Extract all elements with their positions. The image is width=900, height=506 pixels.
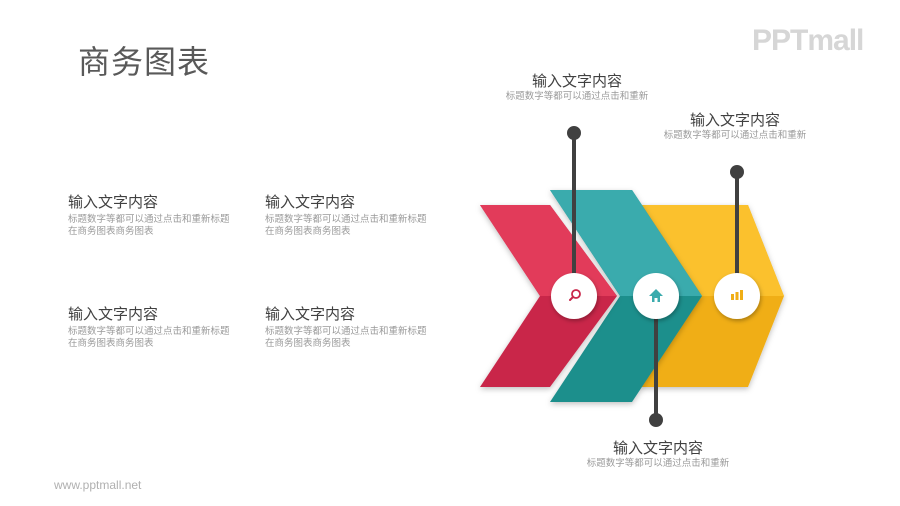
search-icon bbox=[569, 289, 581, 301]
chevron-red bbox=[480, 205, 617, 387]
bar-chart-icon bbox=[731, 290, 743, 300]
pin-1 bbox=[567, 126, 581, 280]
block-heading: 输入文字内容 bbox=[265, 305, 356, 323]
pin-3 bbox=[730, 165, 744, 280]
callout-bottom: 输入文字内容 标题数字等都可以通过点击和重新 bbox=[578, 439, 738, 470]
home-icon bbox=[649, 289, 663, 302]
block-heading: 输入文字内容 bbox=[68, 193, 159, 211]
block-desc-line1: 标题数字等都可以通过点击和重新标题 bbox=[265, 326, 427, 337]
block-desc-line1: 标题数字等都可以通过点击和重新标题 bbox=[68, 326, 230, 337]
callout-desc: 标题数字等都可以通过点击和重新 bbox=[586, 458, 730, 469]
text-block-1: 输入文字内容 标题数字等都可以通过点击和重新标题 在商务图表商务图表 bbox=[68, 193, 230, 238]
block-heading: 输入文字内容 bbox=[68, 305, 159, 323]
chevron-teal bbox=[550, 190, 702, 402]
step-circle-1[interactable] bbox=[551, 273, 597, 319]
text-block-3: 输入文字内容 标题数字等都可以通过点击和重新标题 在商务图表商务图表 bbox=[68, 305, 230, 350]
block-desc-line1: 标题数字等都可以通过点击和重新标题 bbox=[68, 214, 230, 225]
block-desc-line2: 在商务图表商务图表 bbox=[265, 338, 351, 349]
block-desc-line1: 标题数字等都可以通过点击和重新标题 bbox=[265, 214, 427, 225]
step-circle-2[interactable] bbox=[633, 273, 679, 319]
block-heading: 输入文字内容 bbox=[265, 193, 356, 211]
callout-top-2: 输入文字内容 标题数字等都可以通过点击和重新 bbox=[655, 111, 815, 142]
block-desc-line2: 在商务图表商务图表 bbox=[68, 338, 154, 349]
block-desc-line2: 在商务图表商务图表 bbox=[68, 226, 154, 237]
callout-heading: 输入文字内容 bbox=[689, 111, 780, 129]
pin-2 bbox=[649, 312, 663, 427]
callout-top-1: 输入文字内容 标题数字等都可以通过点击和重新 bbox=[497, 72, 657, 103]
footer-url[interactable]: www.pptmall.net bbox=[54, 478, 142, 492]
callout-desc: 标题数字等都可以通过点击和重新 bbox=[505, 91, 649, 102]
block-desc-line2: 在商务图表商务图表 bbox=[265, 226, 351, 237]
brand-logo: PPTmall bbox=[752, 24, 864, 57]
step-circle-3[interactable] bbox=[714, 273, 760, 319]
page-title: 商务图表 bbox=[78, 43, 211, 81]
callout-heading: 输入文字内容 bbox=[531, 72, 622, 90]
text-block-2: 输入文字内容 标题数字等都可以通过点击和重新标题 在商务图表商务图表 bbox=[265, 193, 427, 238]
callout-desc: 标题数字等都可以通过点击和重新 bbox=[663, 130, 807, 141]
text-block-4: 输入文字内容 标题数字等都可以通过点击和重新标题 在商务图表商务图表 bbox=[265, 305, 427, 350]
callout-heading: 输入文字内容 bbox=[612, 439, 703, 457]
